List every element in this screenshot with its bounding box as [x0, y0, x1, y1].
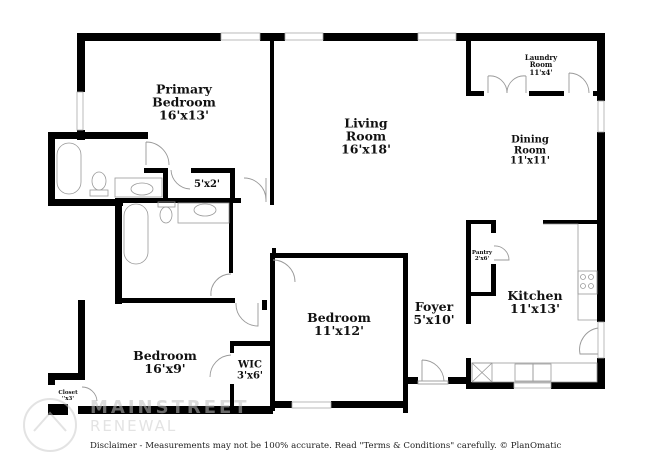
- room-label-kitchen: Kitchen 11'x13': [507, 289, 562, 315]
- room-name: Room: [513, 144, 547, 156]
- windows: [76, 32, 605, 409]
- room-label-wic: WIC 3'x6': [236, 359, 264, 382]
- room-dimensions: 16'x13': [159, 107, 209, 123]
- room-dimensions: 11'x13': [510, 301, 560, 316]
- room-dimensions: 5'x2': [193, 178, 221, 190]
- room-name: Bedroom: [307, 309, 371, 325]
- room-label-laundry-room: Laundry Room 11'x4': [525, 54, 557, 76]
- room-name: Kitchen: [507, 287, 563, 303]
- room-name: Bedroom: [152, 94, 216, 110]
- room-name: Pantry: [471, 250, 493, 257]
- room-name: Room: [345, 128, 387, 144]
- room-label-foyer: Foyer 5'x10': [413, 300, 454, 326]
- room-name: Laundry: [524, 52, 558, 62]
- room-name: Dining: [511, 134, 549, 146]
- room-label-pantry: Pantry 2'x6': [471, 250, 493, 263]
- doors: [81, 72, 599, 402]
- room-name: Foyer: [414, 298, 454, 314]
- room-name: Closet: [58, 390, 78, 397]
- room-label-dining-room: Dining Room 11'x11': [510, 135, 550, 167]
- room-dimensions: 11'x11': [510, 155, 550, 167]
- room-label-primary-closet: 5'x2': [193, 178, 221, 191]
- room-name: Primary: [156, 81, 212, 97]
- disclaimer-text: Disclaimer - Measurements may not be 100…: [90, 441, 562, 451]
- fixtures: [56, 142, 598, 383]
- room-dimensions: 16'x18': [341, 141, 391, 157]
- room-label-bedroom-2: Bedroom 11'x12': [307, 311, 371, 337]
- walls: [48, 33, 605, 415]
- room-dimensions: 5'x10': [413, 312, 455, 327]
- room-name: Room: [529, 60, 553, 70]
- room-name: Bedroom: [133, 347, 197, 363]
- room-label-bedroom-3: Bedroom 16'x9': [133, 349, 197, 375]
- room-dimensions: 2'x6': [474, 256, 490, 262]
- room-dimensions: 16'x9': [144, 361, 186, 376]
- room-dimensions: 11'x12': [314, 323, 364, 338]
- room-dimensions: 3'x6': [236, 370, 264, 381]
- room-name: Living: [344, 115, 388, 131]
- room-dimensions: 11'x4': [529, 67, 553, 77]
- room-dimensions: ''x3': [61, 396, 75, 402]
- room-label-primary-bedroom: Primary Bedroom 16'x13': [152, 81, 216, 123]
- room-label-closet: Closet ''x3': [58, 390, 78, 403]
- room-label-living-room: Living Room 16'x18': [341, 115, 391, 157]
- room-name: WIC: [238, 359, 262, 371]
